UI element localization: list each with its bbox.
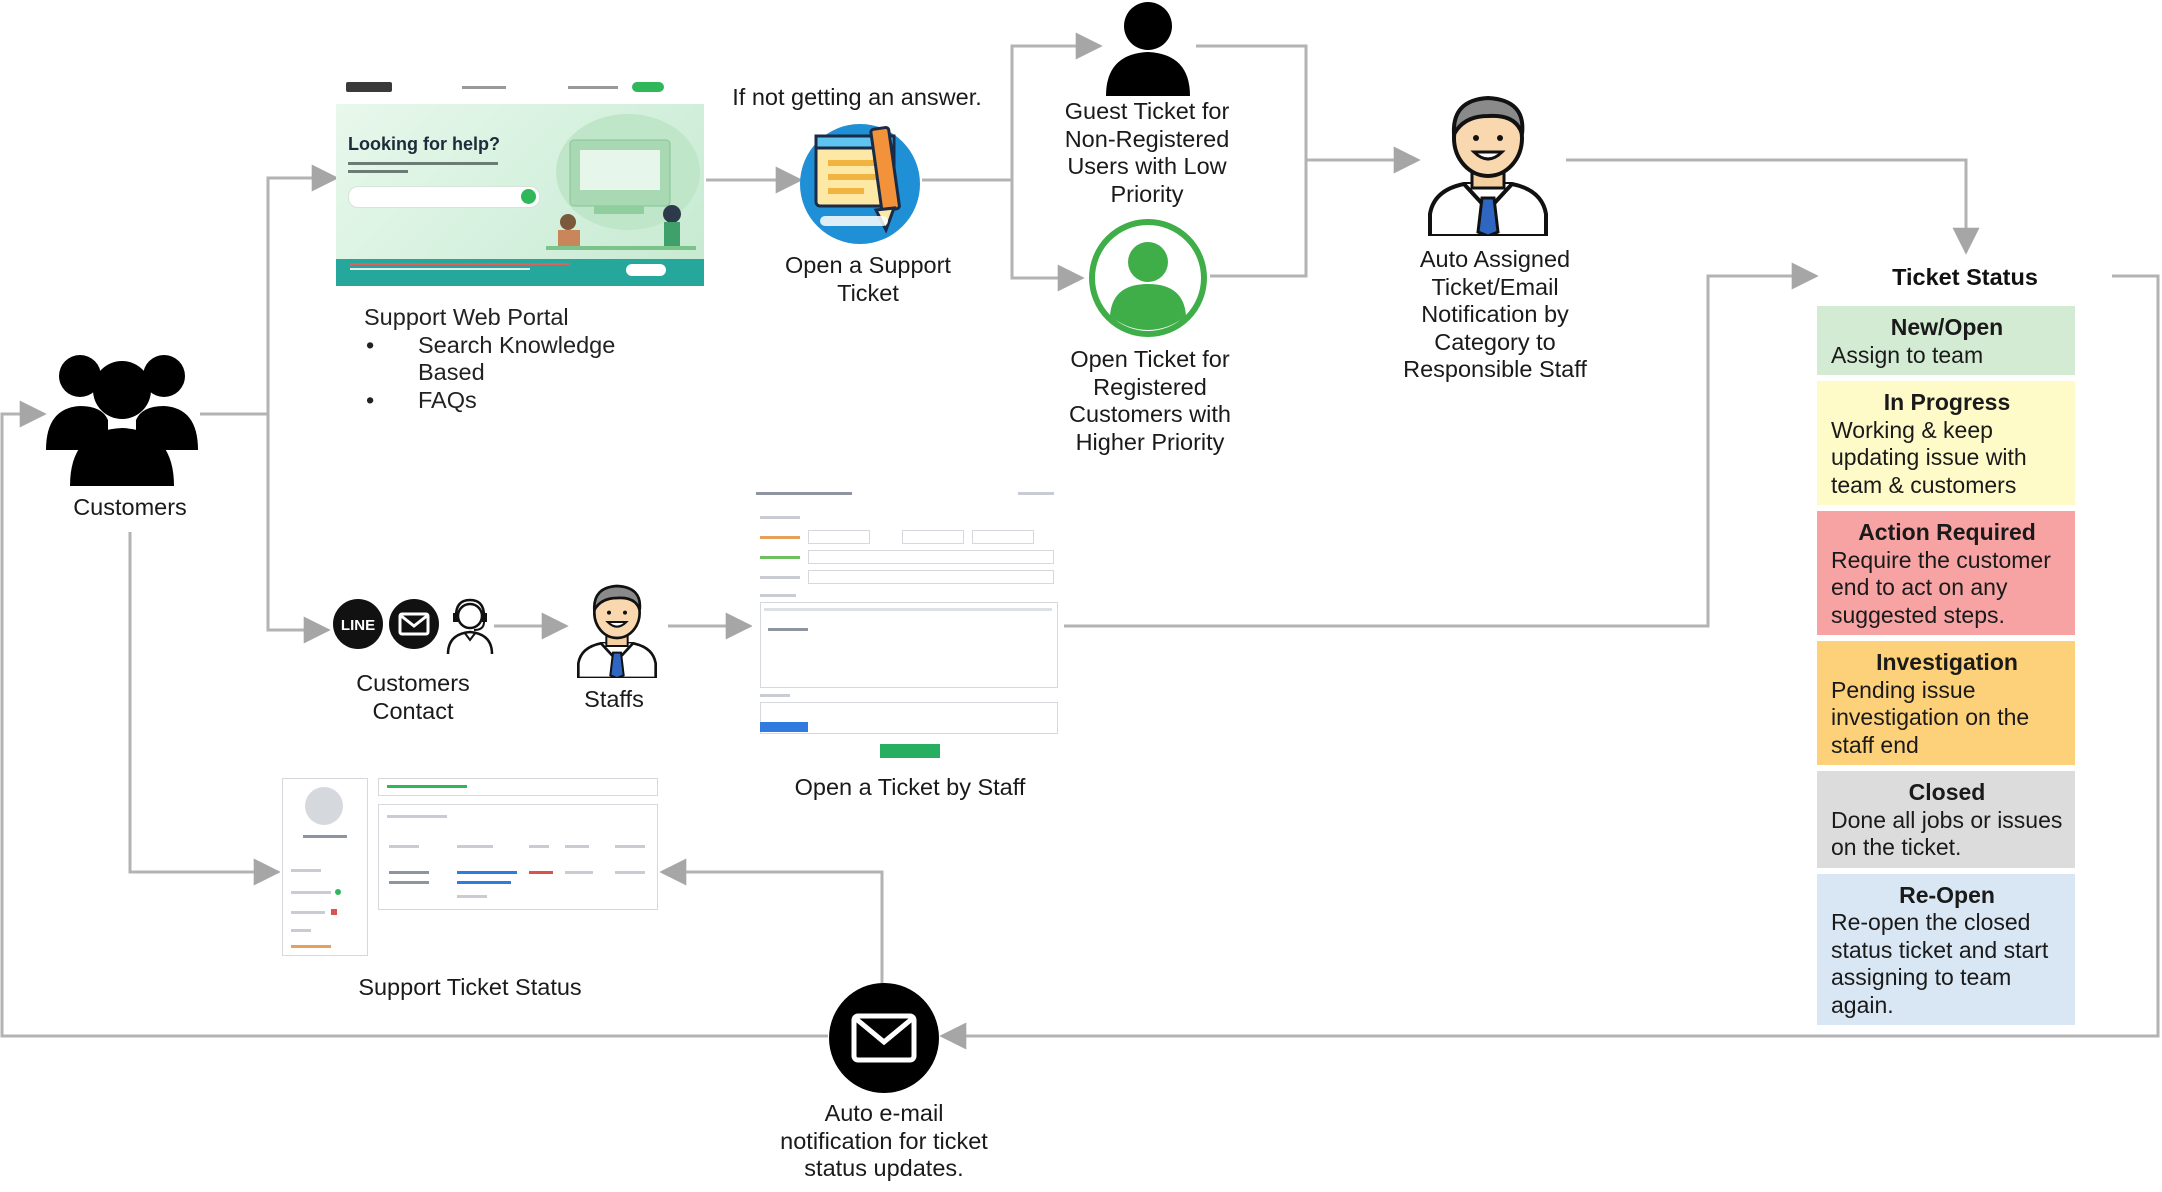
staffs-avatar-icon [577, 584, 657, 678]
auto-email-label: Auto e-mail notification for ticket stat… [780, 1100, 988, 1181]
open-ticket-by-staff-label: Open a Ticket by Staff [794, 774, 1026, 800]
registered-user-icon [1089, 219, 1207, 337]
ticket-status-heading: Ticket Status [1892, 264, 2038, 290]
status-closed: Closed Done all jobs or issues on the ti… [1817, 771, 2075, 868]
support-ticket-icon[interactable] [800, 120, 922, 246]
svg-text:LINE: LINE [341, 617, 375, 634]
call-center-agent-icon[interactable] [444, 596, 496, 654]
arrow-status-to-email [939, 274, 2160, 1050]
arrow-to-guest-ticket [1010, 32, 1103, 180]
customers-contact-label: Customers Contact [356, 670, 470, 724]
portal-illustration [546, 114, 700, 250]
portal-hero-title: Looking for help? [348, 134, 500, 154]
arrow-email-loop-to-customers [0, 400, 828, 1038]
portal-hero: Looking for help? [336, 104, 704, 259]
customers-group-icon [46, 355, 198, 486]
guest-ticket-label: Guest Ticket for Non-Registered Users wi… [1064, 98, 1230, 207]
line-app-icon[interactable]: LINE [332, 598, 384, 650]
customers-label: Customers [73, 494, 187, 520]
arrow-email-to-status-portal [659, 858, 884, 984]
arrow-auto-to-status [1566, 158, 1980, 255]
open-support-ticket-label: Open a Support Ticket [785, 252, 951, 306]
portal-navbar [336, 76, 704, 100]
guest-user-icon [1106, 2, 1190, 96]
web-portal-bullet-1: •FAQs [366, 386, 477, 413]
portal-footer [336, 259, 704, 286]
web-portal-caption: Support Web Portal [364, 304, 569, 330]
registered-ticket-label: Open Ticket for Registered Customers wit… [1069, 346, 1231, 455]
customers-contact-icons: LINE [332, 596, 496, 656]
web-portal-screenshot[interactable]: Looking for help? [336, 76, 704, 286]
support-ticket-status-screenshot[interactable] [280, 776, 660, 964]
auto-email-icon [829, 983, 939, 1093]
email-icon[interactable] [388, 598, 440, 650]
staff-ticket-form-screenshot[interactable] [752, 486, 1060, 758]
web-portal-caption-group: Support Web Portal •Search Knowledge Bas… [364, 304, 744, 414]
status-action-required: Action Required Require the customer end… [1817, 511, 2075, 635]
status-new-open: New/Open Assign to team [1817, 306, 2075, 375]
arrow-customers-to-portal [200, 164, 339, 416]
arrow-to-registered-ticket [1010, 180, 1085, 292]
status-investigation: Investigation Pending issue investigatio… [1817, 641, 2075, 765]
arrow-form-to-status [1064, 262, 1819, 628]
ticket-status-list: New/Open Assign to team In Progress Work… [1817, 306, 2075, 1031]
staff-avatar-icon [1428, 95, 1548, 236]
search-icon[interactable] [521, 189, 536, 204]
auto-assigned-label: Auto Assigned Ticket/Email Notification … [1403, 246, 1587, 382]
arrow-customers-to-status [128, 532, 281, 886]
web-portal-bullet-0: •Search Knowledge Based [366, 331, 616, 386]
support-ticket-status-label: Support Ticket Status [358, 974, 582, 1000]
arrow-customers-to-contact [266, 414, 331, 644]
status-in-progress: In Progress Working & keep updating issu… [1817, 381, 2075, 505]
status-re-open: Re-Open Re-open the closed status ticket… [1817, 873, 2075, 1025]
staffs-label: Staffs [584, 686, 644, 712]
if-not-answer-text: If not getting an answer. [732, 84, 982, 110]
portal-search-input[interactable] [348, 186, 540, 208]
